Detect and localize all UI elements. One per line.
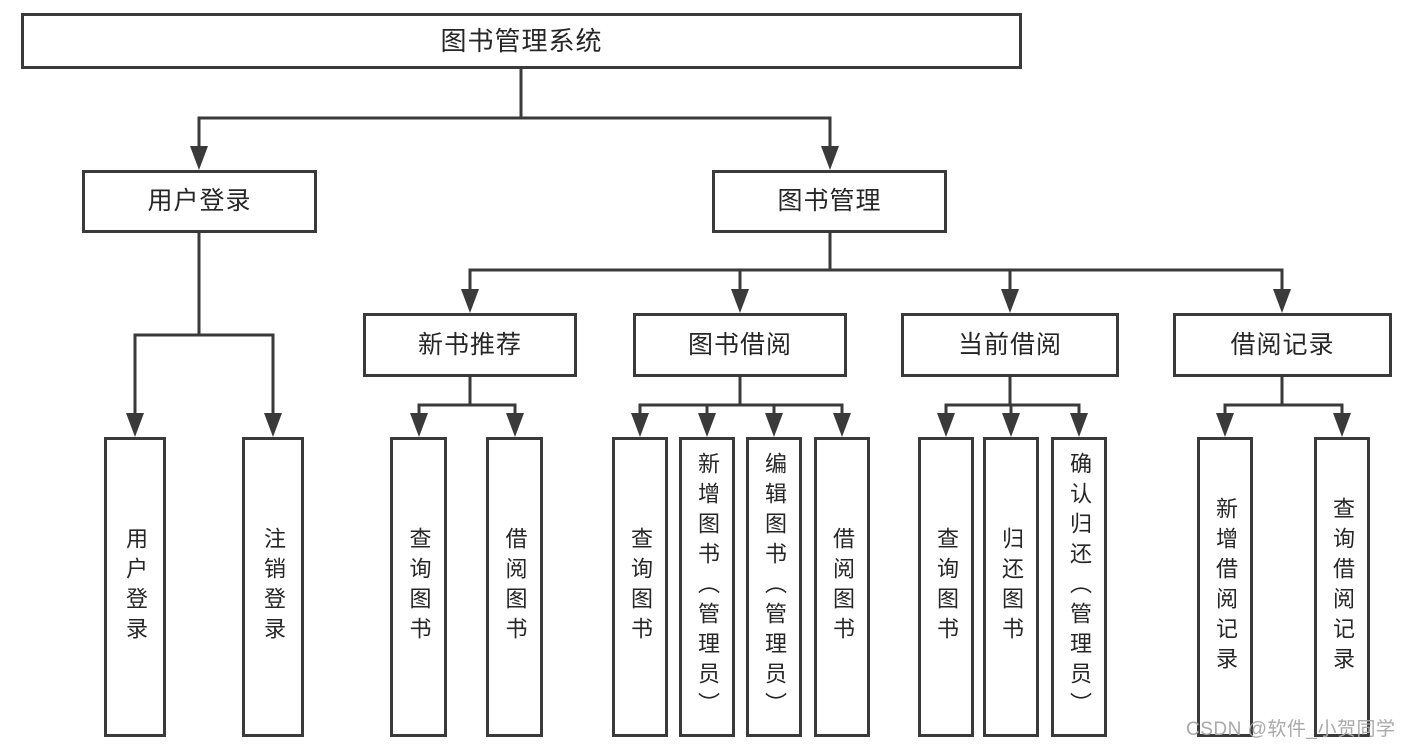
node-current-borrow-label: 当前借阅 <box>957 330 1062 359</box>
node-book-management: 图书管理 <box>712 170 947 233</box>
leaf-return-book-label: 归还图书 <box>999 527 1024 647</box>
node-new-book-recommend-label: 新书推荐 <box>417 330 522 359</box>
leaf-add-book-admin: 新增图书（管理员） <box>679 437 735 737</box>
leaf-return-book: 归还图书 <box>983 437 1039 737</box>
leaf-confirm-return-admin-label: 确认归还（管理员） <box>1067 452 1092 722</box>
leaf-borrow-book-1-label: 借阅图书 <box>502 527 528 647</box>
leaf-query-books-3-label: 查询图书 <box>934 527 959 647</box>
node-user-login-label: 用户登录 <box>147 187 252 215</box>
leaf-query-books-2-label: 查询图书 <box>628 527 653 647</box>
leaf-borrow-book-1: 借阅图书 <box>486 437 543 737</box>
leaf-query-books-1-label: 查询图书 <box>406 527 432 647</box>
node-book-borrow-label: 图书借阅 <box>687 330 792 359</box>
leaf-add-borrow-record: 新增借阅记录 <box>1197 437 1253 737</box>
leaf-logout: 注销登录 <box>242 437 304 737</box>
leaf-query-books-1: 查询图书 <box>390 437 447 737</box>
leaf-query-borrow-record: 查询借阅记录 <box>1314 437 1370 737</box>
leaf-logout-label: 注销登录 <box>261 527 286 647</box>
leaf-edit-book-admin: 编辑图书（管理员） <box>746 437 802 737</box>
node-root-label: 图书管理系统 <box>440 26 603 56</box>
leaf-confirm-return-admin: 确认归还（管理员） <box>1051 437 1107 737</box>
node-borrow-records: 借阅记录 <box>1173 313 1392 377</box>
leaf-edit-book-admin-label: 编辑图书（管理员） <box>762 452 787 722</box>
leaf-query-books-2: 查询图书 <box>612 437 668 737</box>
node-book-borrow: 图书借阅 <box>633 313 847 377</box>
leaf-query-books-3: 查询图书 <box>918 437 974 737</box>
node-borrow-records-label: 借阅记录 <box>1230 330 1335 359</box>
watermark: CSDN @软件_小贺同学 <box>1186 719 1396 740</box>
leaf-user-login-label: 用户登录 <box>123 527 148 647</box>
node-current-borrow: 当前借阅 <box>901 313 1119 377</box>
node-root: 图书管理系统 <box>21 13 1022 69</box>
leaf-add-borrow-record-label: 新增借阅记录 <box>1213 497 1238 677</box>
leaf-add-book-admin-label: 新增图书（管理员） <box>695 452 720 722</box>
node-new-book-recommend: 新书推荐 <box>363 313 577 377</box>
node-user-login: 用户登录 <box>82 170 317 233</box>
leaf-query-borrow-record-label: 查询借阅记录 <box>1330 497 1355 677</box>
leaf-borrow-book-2: 借阅图书 <box>814 437 870 737</box>
node-book-management-label: 图书管理 <box>777 187 882 215</box>
leaf-borrow-book-2-label: 借阅图书 <box>830 527 855 647</box>
leaf-user-login: 用户登录 <box>104 437 166 737</box>
